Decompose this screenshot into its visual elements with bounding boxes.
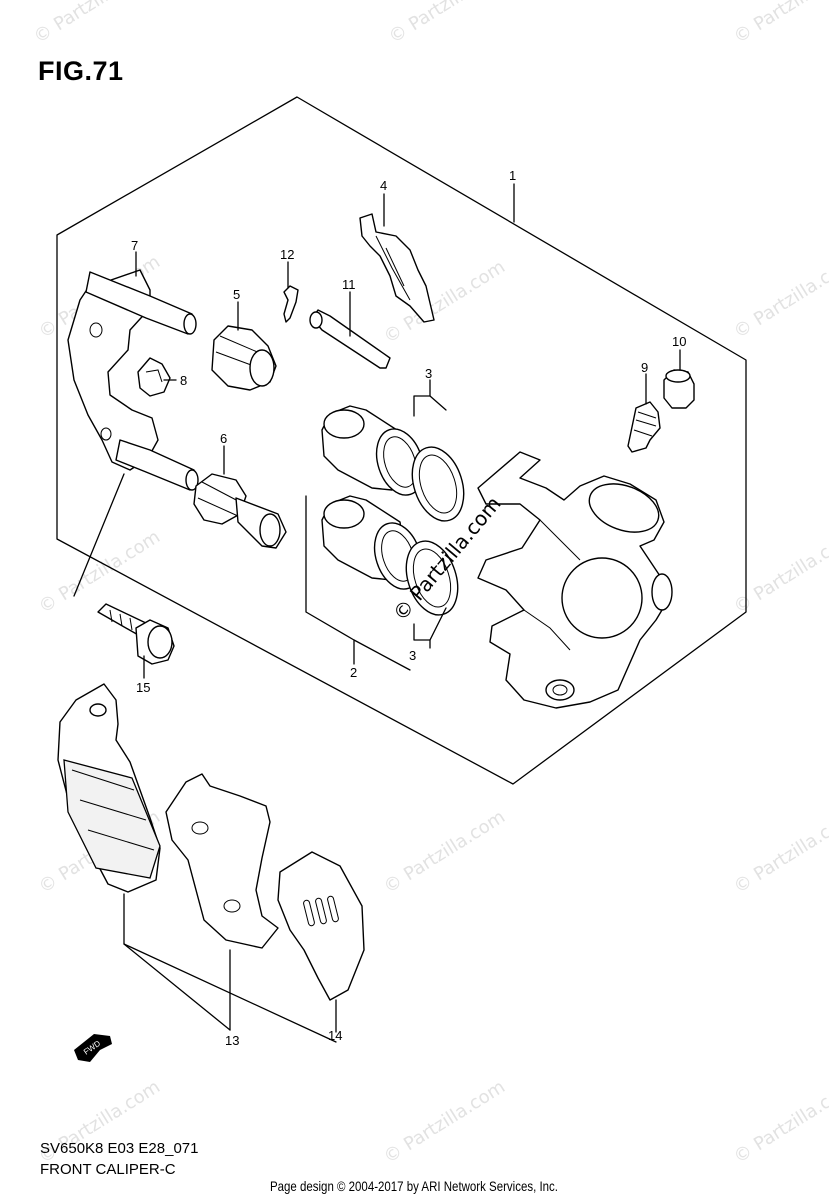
assembly-outline	[56, 96, 747, 785]
callout-4: 4	[380, 178, 387, 193]
callout-10: 10	[672, 334, 686, 349]
callout-2: 2	[350, 665, 357, 680]
part-11-pad-pin[interactable]	[309, 309, 391, 369]
callout-12: 12	[280, 247, 294, 262]
callout-5: 5	[233, 287, 240, 302]
leader-lines	[73, 183, 681, 1043]
part-3-seal-lower-2[interactable]	[397, 534, 466, 621]
part-6-boot-pin[interactable]	[193, 473, 287, 549]
page-footer: Page design © 2004-2017 by ARI Network S…	[270, 1178, 558, 1194]
callout-9: 9	[641, 360, 648, 375]
part-12-clip[interactable]	[283, 285, 299, 323]
callout-6: 6	[220, 431, 227, 446]
part-7-caliper-bracket[interactable]	[67, 269, 199, 491]
caliper-body[interactable]	[477, 451, 673, 709]
part-4-pad-spring[interactable]	[359, 213, 435, 323]
part-15-bolt[interactable]	[97, 603, 175, 665]
pad-shim[interactable]	[165, 773, 279, 949]
callout-7: 7	[131, 238, 138, 253]
callout-labels: 1 4 7 12 11 5 8 6 9 10 3 3 2 15 13 14	[131, 168, 686, 1048]
part-5-boot[interactable]	[211, 325, 277, 391]
callout-11: 11	[342, 277, 356, 292]
part-8-clip[interactable]	[137, 357, 171, 397]
callout-1: 1	[509, 168, 516, 183]
callout-13: 13	[225, 1033, 239, 1048]
part-10-bleeder-cap[interactable]	[663, 369, 695, 409]
figure-model-code: SV650K8 E03 E28_071	[40, 1140, 199, 1157]
part-3-seal-upper-2[interactable]	[403, 440, 472, 527]
figure-caption: FRONT CALIPER-C	[40, 1161, 176, 1178]
callout-3-upper: 3	[425, 366, 432, 381]
callout-15: 15	[136, 680, 150, 695]
callout-14: 14	[328, 1028, 342, 1043]
forward-arrow-icon: FWD	[74, 1034, 112, 1062]
part-13-brake-pad[interactable]	[57, 683, 161, 893]
callout-3-lower: 3	[409, 648, 416, 663]
part-9-bleeder-valve[interactable]	[627, 401, 661, 453]
callout-8: 8	[180, 373, 187, 388]
part-14-pad-spring[interactable]	[277, 851, 365, 1001]
figure-title: FIG.71	[38, 56, 124, 86]
